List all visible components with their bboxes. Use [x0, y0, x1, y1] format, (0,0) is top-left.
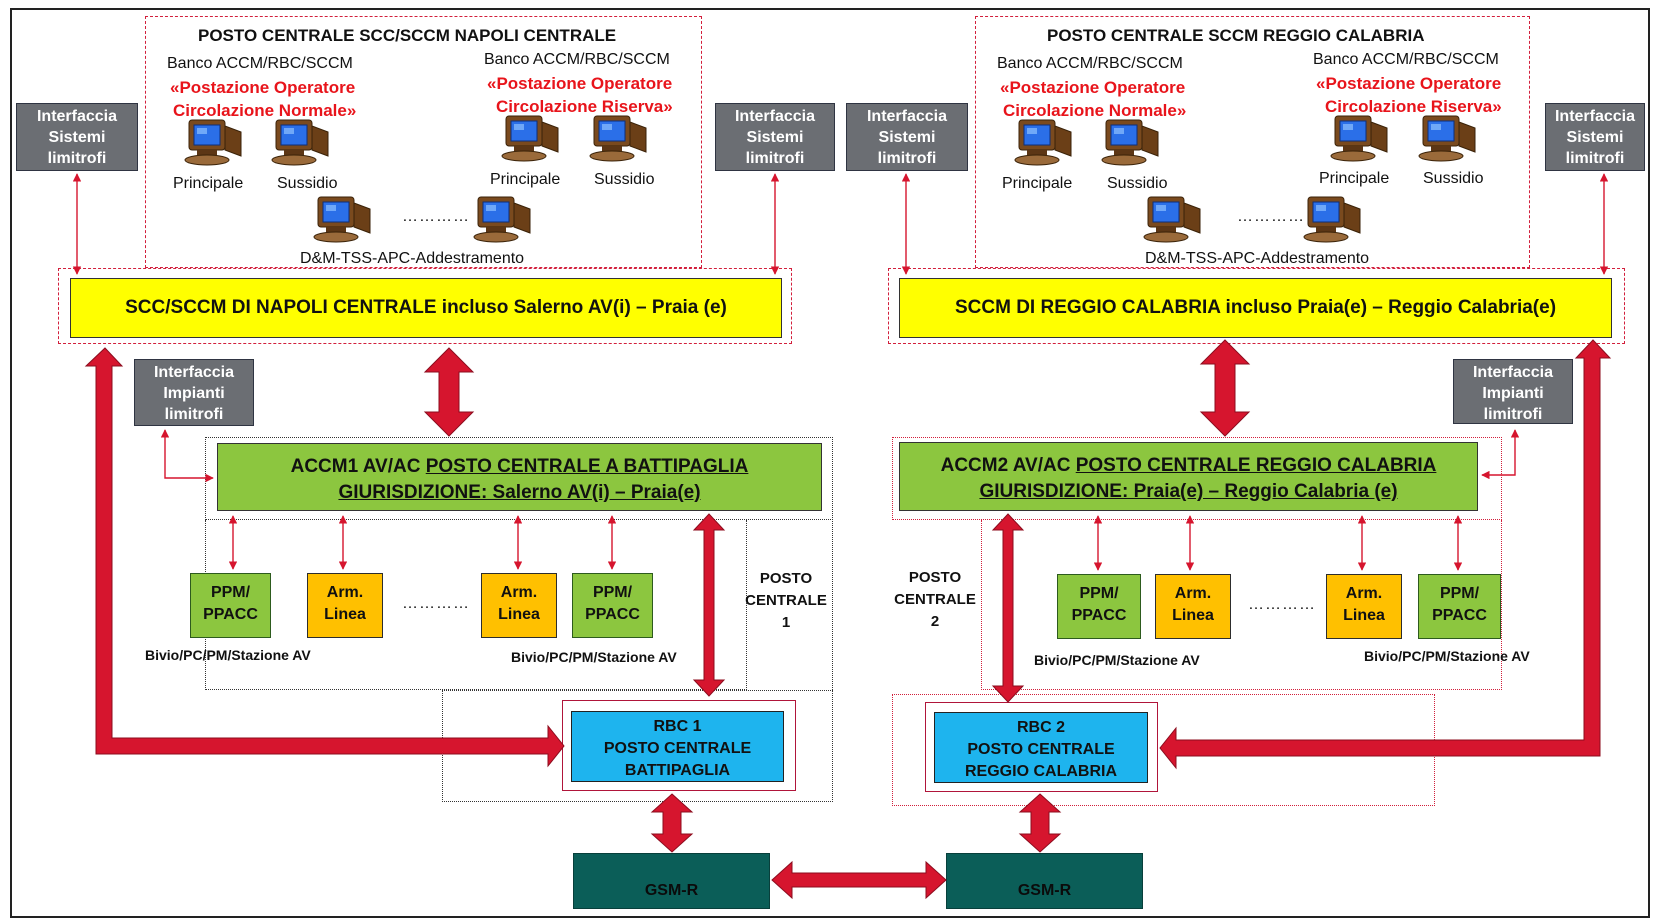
right-interfaccia-sistemi-b: Interfaccia Sistemi limitrofi — [1545, 103, 1645, 171]
right-posto-centrale-label: POSTO CENTRALE 2 — [894, 569, 976, 630]
left-interfaccia-sistemi-b: Interfaccia Sistemi limitrofi — [715, 103, 835, 171]
right-postazione-normale-l2: Circolazione Normale» — [1003, 101, 1187, 120]
right-dm-label: D&M-TSS-APC-Addestramento — [1145, 250, 1370, 267]
left-bivio-2: Bivio/PC/PM/Stazione AV — [511, 649, 677, 665]
double-arrow — [692, 513, 726, 697]
left-bivio-1: Bivio/PC/PM/Stazione AV — [145, 647, 311, 663]
right-principale-2: Principale — [1319, 170, 1390, 187]
right-interfaccia-impianti: Interfaccia Impianti limitrofi — [1453, 359, 1573, 424]
double-arrow — [423, 347, 475, 437]
l-arrow — [1159, 339, 1612, 770]
right-equip-dots: ………… — [1248, 596, 1316, 613]
right-sussidio-2: Sussidio — [1423, 170, 1484, 187]
left-equip-dots: ………… — [402, 595, 470, 612]
left-arm-2: Arm.Linea — [481, 573, 557, 638]
left-dm-label: D&M-TSS-APC-Addestramento — [300, 250, 525, 267]
right-interfaccia-sistemi-a: Interfaccia Sistemi limitrofi — [846, 103, 968, 171]
right-ppm-2: PPM/PPACC — [1418, 574, 1501, 639]
right-ppm-1: PPM/PPACC — [1057, 574, 1141, 639]
right-banco-riserva: Banco ACCM/RBC/SCCM — [1313, 51, 1499, 68]
left-ppm-1: PPM/PPACC — [190, 573, 271, 638]
left-posto-centrale-label: POSTO CENTRALE 1 — [745, 570, 827, 631]
left-banco-riserva: Banco ACCM/RBC/SCCM — [484, 51, 670, 68]
right-banco-normale: Banco ACCM/RBC/SCCM — [997, 55, 1183, 72]
double-arrow — [1018, 793, 1062, 853]
right-postazione-normale-l1: «Postazione Operatore — [1000, 78, 1186, 97]
left-sussidio-1: Sussidio — [277, 175, 338, 192]
left-sussidio-2: Sussidio — [594, 171, 655, 188]
left-scc-region — [58, 268, 792, 344]
left-right-outer-dotted — [747, 437, 833, 690]
right-gsm-r-box: GSM-R — [946, 853, 1143, 909]
left-central-post-region — [145, 16, 702, 268]
left-ppm-2: PPM/PPACC — [572, 573, 653, 638]
left-gsm-r-box: GSM-R — [573, 853, 770, 909]
right-postazione-riserva-l1: «Postazione Operatore — [1316, 74, 1502, 93]
connector-line — [1481, 429, 1520, 480]
right-bivio-1: Bivio/PC/PM/Stazione AV — [1034, 652, 1200, 668]
right-posto-centrale-region — [981, 520, 1502, 690]
left-accm-box: ACCM1 AV/AC POSTO CENTRALE A BATTIPAGLIA… — [217, 443, 822, 511]
right-central-post-region — [975, 16, 1530, 268]
connector-line — [160, 429, 214, 483]
right-principale-1: Principale — [1002, 175, 1073, 192]
right-rbc-outer — [925, 702, 1158, 792]
right-sussidio-1: Sussidio — [1107, 175, 1168, 192]
left-postazione-riserva-l1: «Postazione Operatore — [487, 74, 673, 93]
left-postazione-normale-l1: «Postazione Operatore — [170, 78, 356, 97]
right-scc-box: SCCM DI REGGIO CALABRIA incluso Praia(e)… — [899, 278, 1612, 338]
right-arm-2: Arm.Linea — [1326, 574, 1402, 639]
right-accm-box: ACCM2 AV/AC POSTO CENTRALE REGGIO CALABR… — [899, 442, 1478, 511]
diagram-frame — [10, 8, 1650, 918]
right-bivio-2: Bivio/PC/PM/Stazione AV — [1364, 648, 1530, 664]
left-interfaccia-sistemi-a: Interfaccia Sistemi limitrofi — [16, 103, 138, 171]
l-arrow — [84, 347, 565, 768]
double-arrow — [650, 793, 694, 853]
left-principale-1: Principale — [173, 175, 244, 192]
left-principale-2: Principale — [490, 171, 561, 188]
left-dm-dots: ………… — [402, 208, 470, 225]
double-arrow — [771, 860, 947, 900]
left-scc-box: SCC/SCCM DI NAPOLI CENTRALE incluso Sale… — [70, 278, 782, 338]
left-rbc-box: RBC 1 POSTO CENTRALE BATTIPAGLIA — [571, 711, 784, 782]
left-arm-1: Arm.Linea — [307, 573, 383, 638]
right-rbc-box: RBC 2 POSTO CENTRALE REGGIO CALABRIA — [934, 712, 1148, 783]
left-postazione-normale-l2: Circolazione Normale» — [173, 101, 357, 120]
right-postazione-riserva-l2: Circolazione Riserva» — [1325, 97, 1502, 116]
right-central-title: POSTO CENTRALE SCCM REGGIO CALABRIA — [1047, 26, 1425, 45]
left-banco-normale: Banco ACCM/RBC/SCCM — [167, 55, 353, 72]
left-central-title: POSTO CENTRALE SCC/SCCM NAPOLI CENTRALE — [198, 26, 617, 45]
right-scc-region — [888, 268, 1625, 344]
right-dm-dots: ………… — [1237, 208, 1305, 225]
double-arrow — [1199, 339, 1251, 437]
left-postazione-riserva-l2: Circolazione Riserva» — [496, 97, 673, 116]
double-arrow — [991, 513, 1025, 703]
right-arm-1: Arm.Linea — [1155, 574, 1231, 639]
left-interfaccia-impianti: Interfaccia Impianti limitrofi — [134, 359, 254, 426]
